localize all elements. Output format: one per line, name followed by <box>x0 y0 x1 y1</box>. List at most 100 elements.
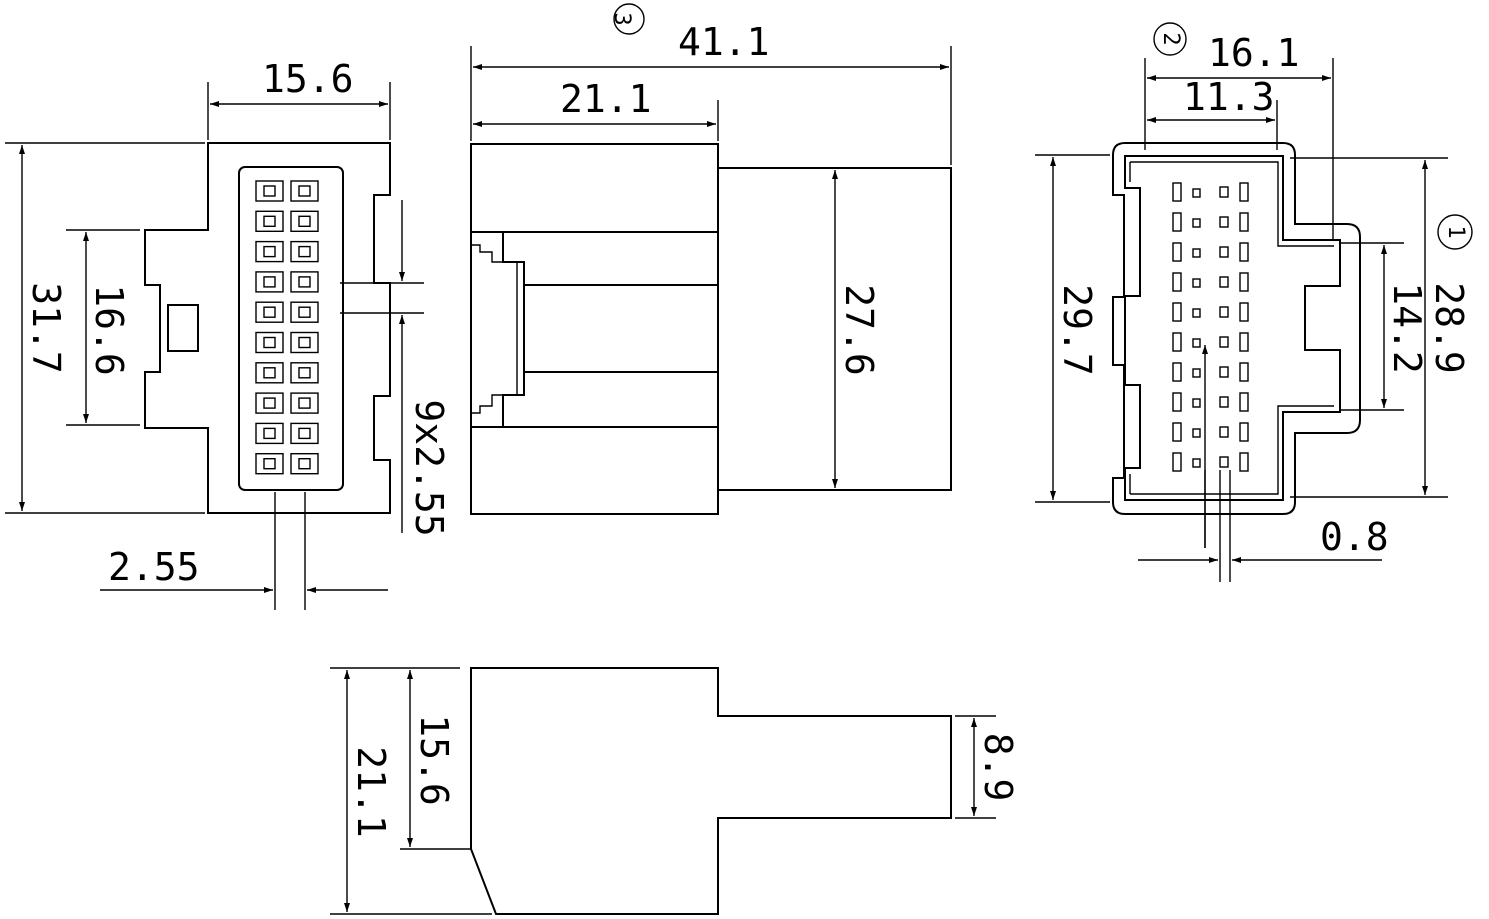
end-pin-slot <box>1172 452 1182 472</box>
pin-cavity <box>255 301 284 323</box>
end-pin-contact <box>1219 456 1229 468</box>
pin-cavity <box>255 210 284 233</box>
end-pin-slot <box>1239 212 1249 232</box>
view-marker-1-label: 1 <box>1443 225 1468 238</box>
end-pin-contact <box>1192 458 1201 468</box>
pin-contact <box>298 336 311 349</box>
view-marker-2-label: 2 <box>1158 32 1183 45</box>
end-pin-contact <box>1192 248 1201 258</box>
front-view: 15.6 31.7 16.6 9x2.55 2.55 <box>5 57 451 610</box>
end-pin-contact <box>1192 338 1201 348</box>
pin-cavity <box>255 392 284 414</box>
pin-cavity <box>290 362 319 384</box>
end-view-inner-outline <box>1124 155 1341 501</box>
pin-contact <box>263 215 276 228</box>
pin-cavity <box>290 271 319 293</box>
pin-contact <box>263 427 276 440</box>
front-width-label: 15.6 <box>262 57 354 101</box>
pin-contact <box>298 367 311 379</box>
end-width-inner-label: 11.3 <box>1183 75 1275 119</box>
top-height-inner-label: 15.6 <box>412 714 456 806</box>
front-view-outline <box>144 142 391 514</box>
end-pin-slot <box>1172 362 1182 382</box>
front-pitch-horizontal-label: 2.55 <box>108 545 200 589</box>
end-pin-slot <box>1172 392 1182 412</box>
pin-cavity <box>255 453 284 475</box>
end-pin-slot <box>1239 272 1249 292</box>
end-view: 16.1 11.3 29.7 28.9 14.2 0.8 2 1 <box>1035 22 1473 582</box>
end-pin-contact <box>1192 398 1201 408</box>
pin-cavity <box>255 271 284 293</box>
side-body <box>470 143 719 515</box>
side-total-length-label: 41.1 <box>678 20 770 64</box>
end-pin-width-label: 0.8 <box>1320 515 1389 559</box>
view-marker-3 <box>613 3 645 35</box>
end-pin-contact <box>1192 188 1201 198</box>
pin-contact <box>263 276 276 288</box>
side-tail <box>717 167 952 491</box>
end-height-right-label: 28.9 <box>1427 282 1471 374</box>
pin-contact <box>263 185 276 197</box>
pin-contact <box>263 367 276 379</box>
end-pin-slot <box>1239 332 1249 352</box>
end-pin-slot <box>1239 302 1249 322</box>
pin-contact <box>298 427 311 440</box>
pin-cavity <box>255 240 284 263</box>
end-pin-slot <box>1172 182 1182 202</box>
top-view: 21.1 15.6 8.9 <box>330 667 1020 915</box>
pin-cavity <box>255 331 284 354</box>
end-pin-contact <box>1192 278 1201 288</box>
end-pin-slot <box>1239 392 1249 412</box>
pin-cavity <box>290 210 319 233</box>
front-latch-label: 16.6 <box>87 284 131 376</box>
end-pin-contact <box>1192 308 1201 318</box>
contact-cavity-frame <box>238 166 344 491</box>
pin-contact <box>263 306 276 318</box>
end-pin-slot <box>1172 422 1182 442</box>
end-pin-contact <box>1192 368 1201 378</box>
end-pin-slot <box>1172 332 1182 352</box>
end-pin-slot <box>1239 242 1249 262</box>
end-pin-contact <box>1219 366 1229 378</box>
view-marker-3-label: 3 <box>609 12 634 25</box>
end-width-outer-label: 16.1 <box>1208 31 1300 75</box>
top-view-outline <box>470 667 952 915</box>
pin-contact <box>298 306 311 318</box>
pin-cavity <box>290 240 319 263</box>
end-pin-slot <box>1239 182 1249 202</box>
end-pin-contact <box>1219 306 1229 318</box>
top-height-total-label: 21.1 <box>349 746 393 838</box>
end-pin-contact <box>1219 336 1229 348</box>
view-marker-2 <box>1153 22 1187 56</box>
pin-contact <box>298 245 311 258</box>
end-pin-contact <box>1219 216 1229 228</box>
end-pin-contact <box>1192 218 1201 228</box>
front-height-label: 31.7 <box>24 282 68 374</box>
pin-contact <box>263 397 276 409</box>
end-pin-contact <box>1219 396 1229 408</box>
end-view-outline <box>1112 142 1361 515</box>
end-pin-slot <box>1172 242 1182 262</box>
end-height-left-label: 29.7 <box>1055 284 1099 376</box>
end-pin-slot <box>1239 362 1249 382</box>
pin-contact <box>298 458 311 470</box>
side-body-length-label: 21.1 <box>560 77 652 121</box>
pin-cavity <box>255 422 284 445</box>
pin-cavity <box>255 180 284 202</box>
end-pin-contact <box>1219 186 1229 198</box>
end-pin-contact <box>1219 426 1229 438</box>
pin-contact <box>298 185 311 197</box>
end-pin-slot <box>1172 272 1182 292</box>
end-latch-height-label: 14.2 <box>1385 282 1429 374</box>
pin-cavity <box>290 301 319 323</box>
end-pin-slot <box>1239 422 1249 442</box>
end-pin-slot <box>1172 302 1182 322</box>
top-tail-height-label: 8.9 <box>976 733 1020 802</box>
pin-cavity <box>290 453 319 475</box>
end-pin-slot <box>1172 212 1182 232</box>
pin-cavity <box>290 392 319 414</box>
pin-contact <box>263 458 276 470</box>
view-marker-1 <box>1437 214 1473 250</box>
latch-window <box>167 304 199 352</box>
end-pin-contact <box>1219 246 1229 258</box>
